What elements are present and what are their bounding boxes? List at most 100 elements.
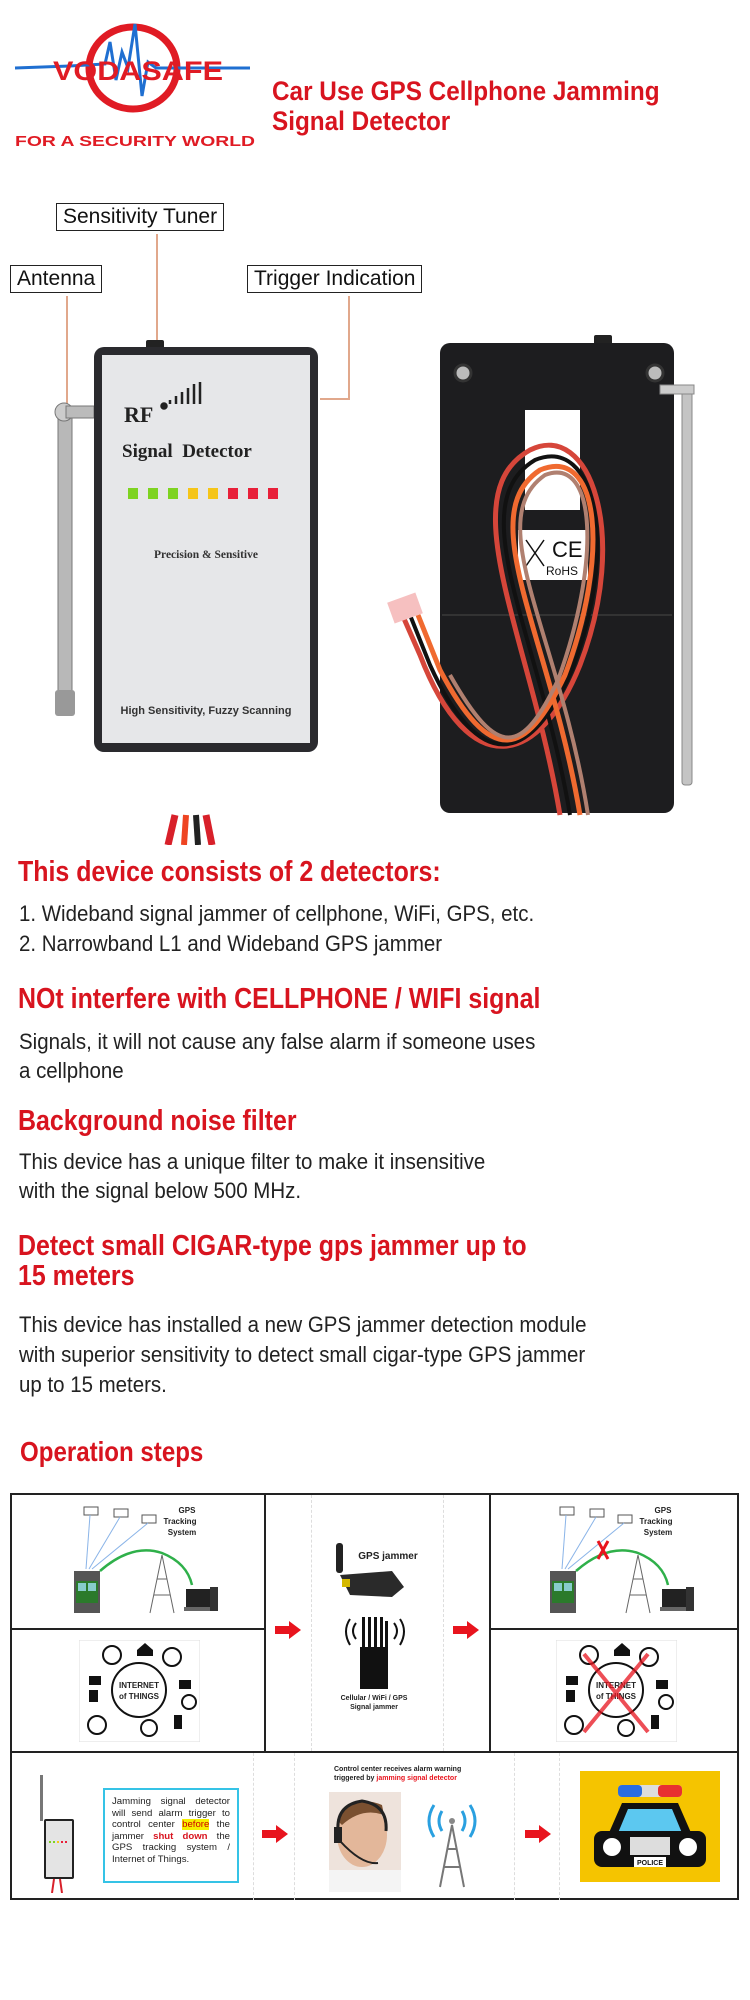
brand-logo: VODASAFE FOR A SECURITY WORLD	[10, 22, 260, 157]
front-rf-label: RF	[124, 402, 153, 427]
blocked-x-icon	[596, 1540, 610, 1560]
gps-jammer-label: GPS jammer	[358, 1551, 418, 1562]
divider	[253, 1753, 254, 1900]
control-center-caption: Control center receives alarm warning	[334, 1766, 461, 1773]
trigger-led	[248, 488, 258, 499]
gps-tracking-illustration: GPS Tracking System	[74, 1506, 218, 1614]
arrow-right-icon	[453, 1621, 479, 1639]
blocked-x-icon	[582, 1652, 650, 1734]
page-title-line1: Car Use GPS Cellphone Jamming	[272, 76, 660, 106]
alert-text: Jamming signal detector will send alarm …	[112, 1796, 230, 1831]
operation-steps-heading: Operation steps	[20, 1436, 204, 1467]
page-title-line2: Signal Detector	[272, 106, 451, 136]
lead-line-trigger	[348, 296, 350, 400]
section-text: up to 15 meters.	[19, 1372, 167, 1397]
divider	[489, 1495, 491, 1751]
divider	[12, 1751, 739, 1753]
section-text: This device has a unique filter to make …	[19, 1149, 486, 1174]
gps-system-label: Tracking	[640, 1517, 673, 1526]
gps-jammer-illustration: GPS jammer Cellular / WiFi / GPS Signal …	[336, 1543, 418, 1711]
operator-photo	[329, 1792, 401, 1892]
trigger-led	[228, 488, 238, 499]
front-footer: High Sensitivity, Fuzzy Scanning	[121, 705, 292, 717]
trigger-led	[148, 488, 158, 499]
trigger-led	[268, 488, 278, 499]
lead-line-antenna	[66, 296, 68, 408]
callout-sensitivity-tuner: Sensitivity Tuner	[56, 203, 225, 231]
section-heading-cigar-jammer: Detect small CIGAR-type gps jammer up to	[18, 1230, 527, 1262]
police-car-illustration: POLICE	[580, 1771, 720, 1882]
section-text: with superior sensitivity to detect smal…	[19, 1342, 586, 1367]
callout-trigger-indication: Trigger Indication	[247, 265, 423, 293]
wireless-tower-icon	[427, 1804, 477, 1888]
iot-blocked-illustration: INTERNET of THINGS	[556, 1640, 677, 1742]
divider	[311, 1495, 312, 1751]
satellite-icon	[83, 1506, 157, 1524]
divider	[514, 1753, 515, 1900]
gps-system-label: GPS	[179, 1506, 197, 1515]
divider	[294, 1753, 295, 1900]
trigger-led	[128, 488, 138, 499]
operation-steps-diagram: GPS Tracking System INTERNET of THINGS G…	[10, 1493, 739, 1900]
iot-illustration: INTERNET of THINGS	[79, 1640, 200, 1742]
section-text: 1. Wideband signal jammer of cellphone, …	[19, 901, 535, 926]
gps-system-label: System	[168, 1528, 196, 1537]
divider	[489, 1628, 739, 1630]
section-heading-no-interference: NOt interfere with CELLPHONE / WIFI sign…	[18, 983, 541, 1015]
detector-back-image: CE RoHS	[387, 335, 695, 816]
brand-slogan: FOR A SECURITY WORLD	[15, 133, 255, 150]
gps-tracking-blocked-illustration: GPS Tracking System	[550, 1506, 694, 1614]
iot-label: INTERNET	[119, 1681, 159, 1690]
section-text: a cellphone	[19, 1058, 124, 1083]
lead-line-trigger-h	[320, 398, 350, 400]
control-center-caption: triggered by	[334, 1775, 376, 1782]
section-heading-cigar-jammer-line2: 15 meters	[18, 1260, 135, 1292]
section-heading-detectors: This device consists of 2 detectors:	[18, 856, 441, 888]
police-plate-label: POLICE	[637, 1860, 663, 1867]
brand-name: VODASAFE	[53, 56, 223, 86]
back-ce-label: CE	[552, 537, 583, 562]
arrow-right-icon	[525, 1825, 551, 1843]
jammer-caption: Signal jammer	[350, 1704, 398, 1711]
control-center-illustration: Control center receives alarm warning tr…	[329, 1766, 477, 1892]
iot-label: of THINGS	[119, 1692, 160, 1701]
svg-text:triggered by jamming signal de: triggered by jamming signal detector	[334, 1775, 457, 1782]
back-rohs-label: RoHS	[546, 564, 578, 578]
section-text: 2. Narrowband L1 and Wideband GPS jammer	[19, 931, 443, 956]
section-text: Signals, it will not cause any false ala…	[19, 1029, 536, 1054]
divider	[264, 1495, 266, 1751]
gps-system-label: Tracking	[164, 1517, 197, 1526]
alert-highlight-shut-down: shut down	[153, 1830, 208, 1842]
alert-text: the GPS tracking system / Internet of Th…	[112, 1830, 230, 1865]
detector-small-illustration	[40, 1775, 74, 1893]
divider	[12, 1628, 266, 1630]
control-center-highlight: jamming signal detector	[375, 1775, 457, 1782]
alert-text: the jammer	[112, 1819, 230, 1842]
tower-icon	[149, 1554, 175, 1614]
front-tagline: Precision & Sensitive	[154, 549, 258, 561]
divider	[443, 1495, 444, 1751]
section-text: This device has installed a new GPS jamm…	[19, 1312, 587, 1337]
trigger-led-bar	[128, 488, 278, 499]
gps-system-label: System	[644, 1528, 672, 1537]
truck-icon	[74, 1571, 100, 1613]
callout-antenna: Antenna	[10, 265, 103, 293]
computer-icon	[184, 1587, 218, 1611]
jammer-caption: Cellular / WiFi / GPS	[341, 1695, 408, 1702]
trigger-led	[208, 488, 218, 499]
signal-waves-icon	[160, 382, 202, 410]
trigger-led	[168, 488, 178, 499]
gps-system-label: GPS	[655, 1506, 673, 1515]
divider	[559, 1753, 560, 1900]
detector-front-image: RF Signal Detector Precision & Sensitive…	[54, 340, 318, 845]
arrow-right-icon	[262, 1825, 288, 1843]
section-heading-noise-filter: Background noise filter	[18, 1105, 297, 1137]
arrow-right-icon	[275, 1621, 301, 1639]
section-text: with the signal below 500 MHz.	[19, 1178, 302, 1203]
lead-line-tuner	[156, 234, 158, 346]
trigger-led	[188, 488, 198, 499]
front-name-label: Signal Detector	[122, 441, 252, 462]
iot-label: INTERNET	[596, 1681, 636, 1690]
alert-highlight-before: before	[182, 1819, 210, 1831]
alert-description-box: Jamming signal detector will send alarm …	[103, 1788, 239, 1883]
